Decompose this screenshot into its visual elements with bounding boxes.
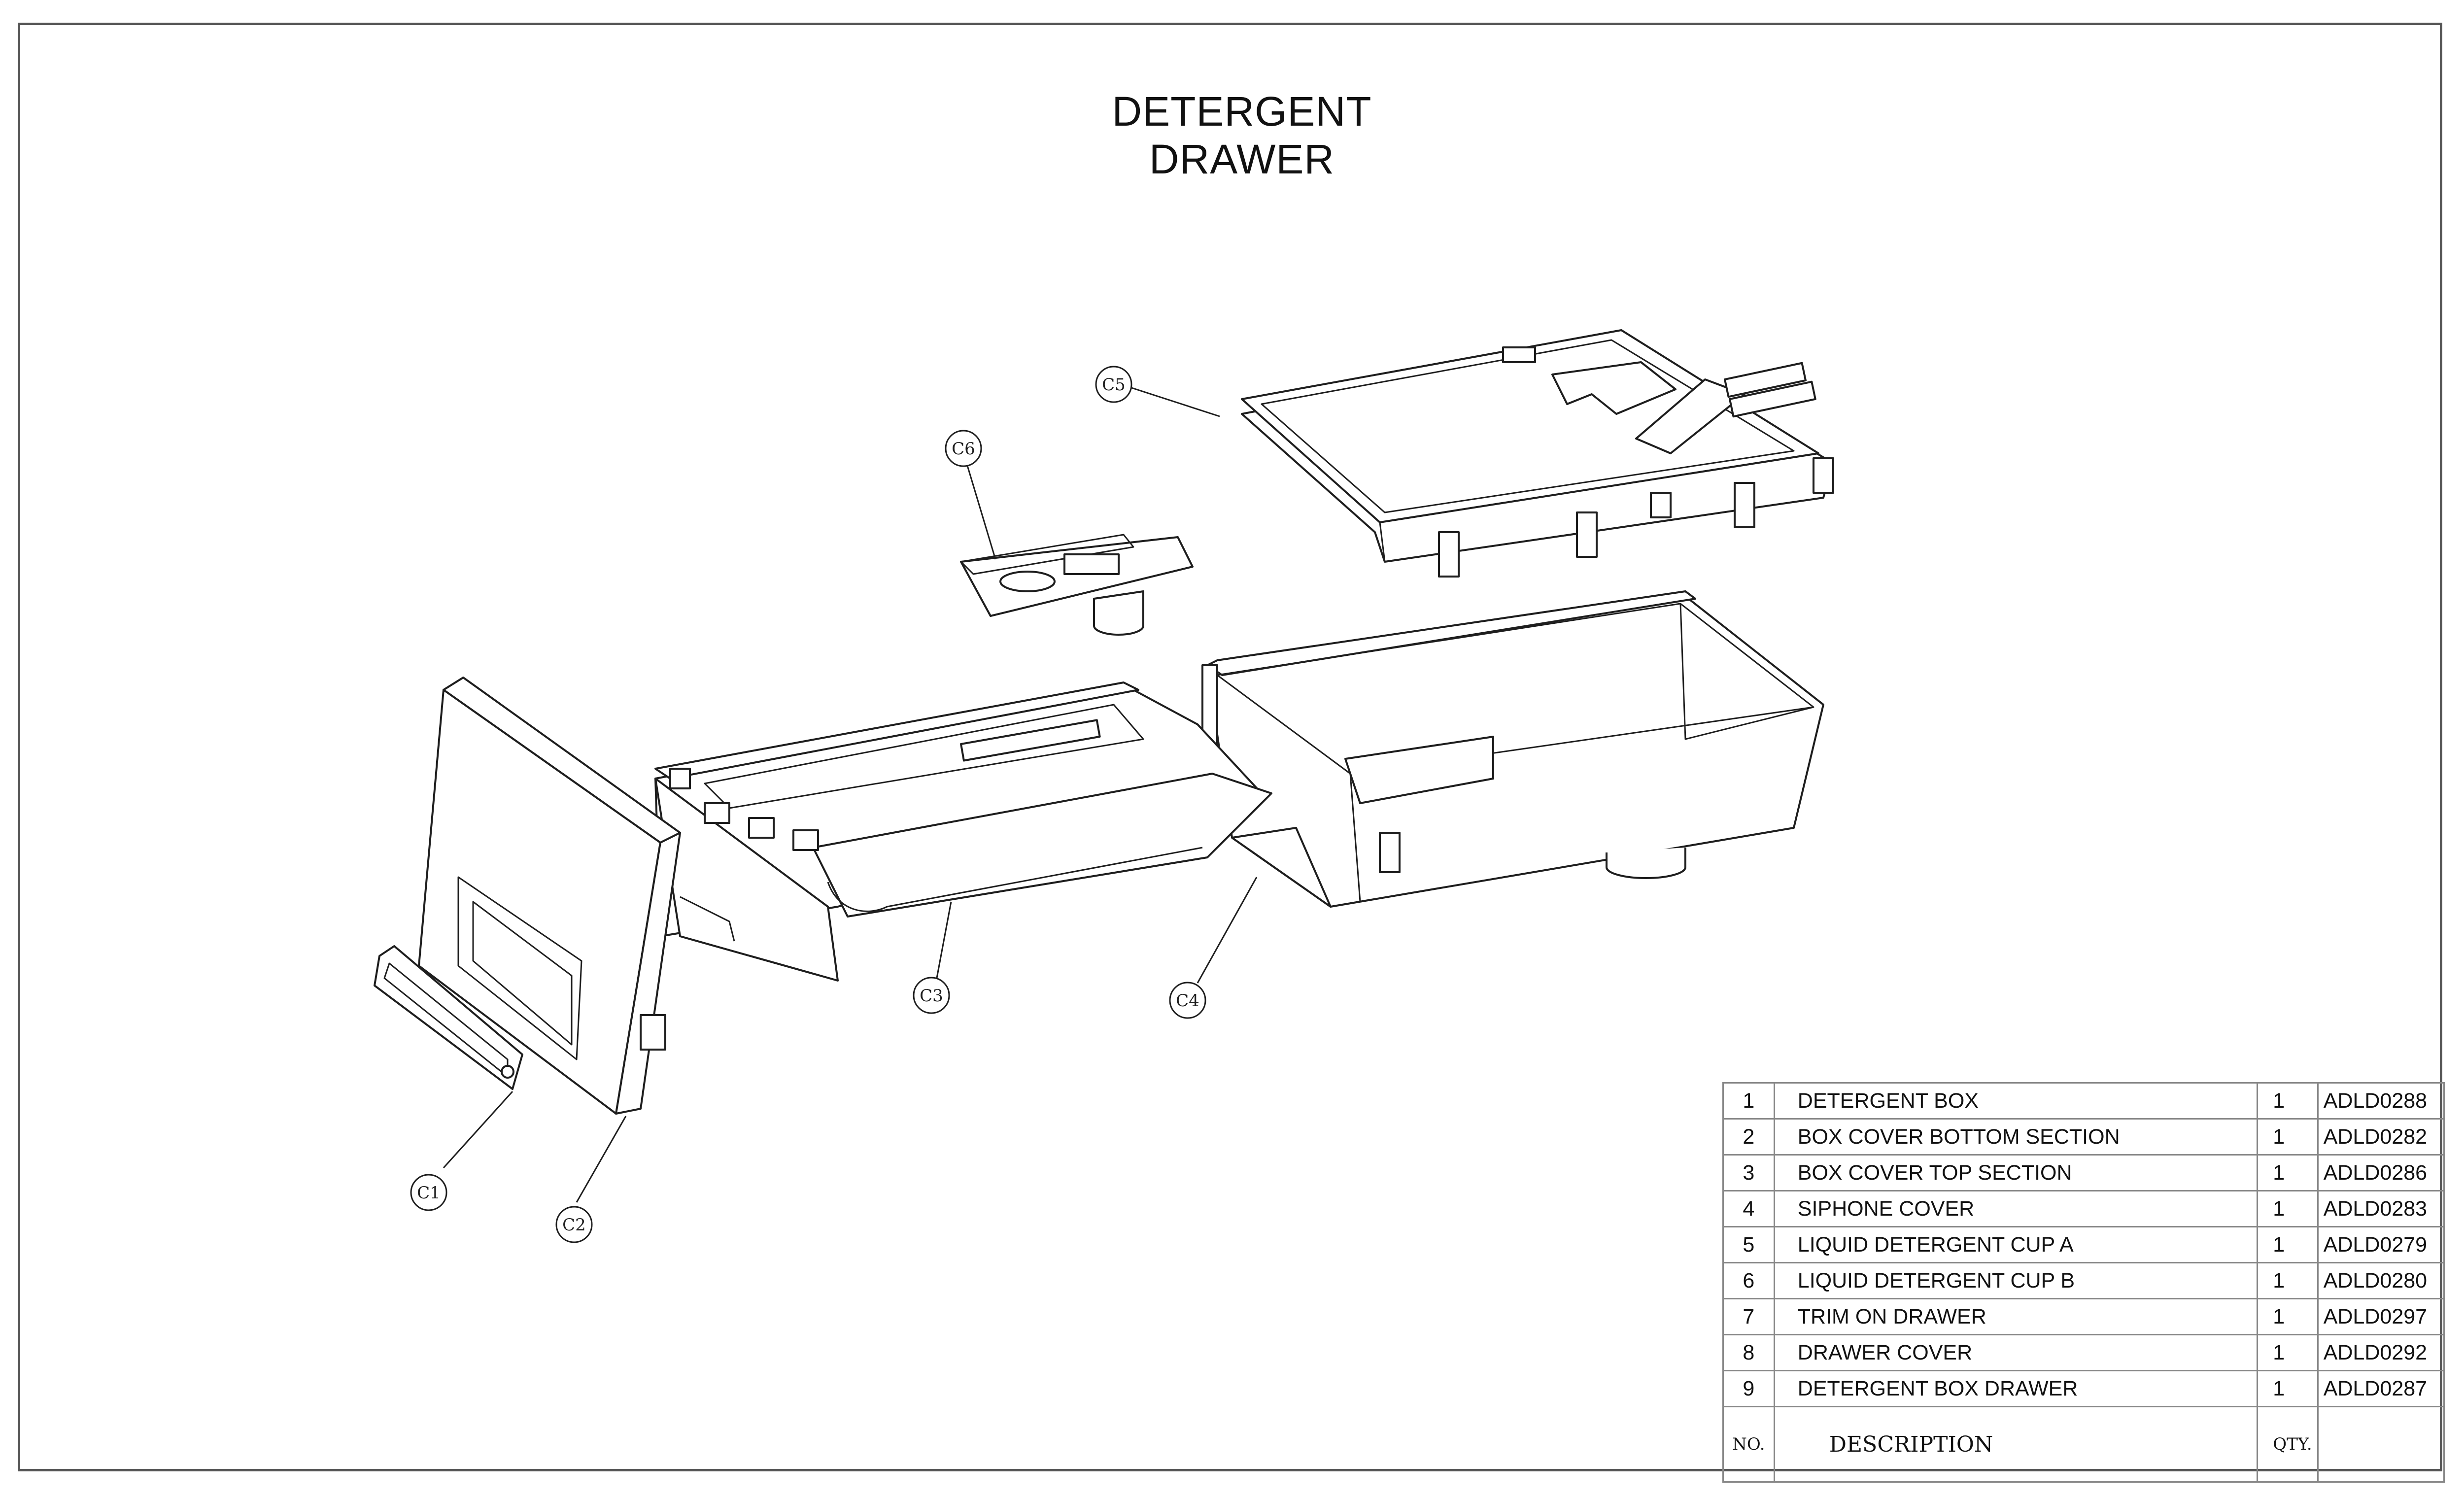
- callout-c5: C5: [1095, 366, 1132, 403]
- row-number: 7: [1722, 1298, 1775, 1335]
- part-siphone-cover: [960, 534, 1194, 636]
- row-description: BOX COVER BOTTOM SECTION: [1773, 1118, 2259, 1156]
- row-number: 3: [1722, 1154, 1775, 1191]
- row-quantity: 1: [2257, 1262, 2319, 1299]
- callout-c6: C6: [945, 430, 982, 467]
- table-row: 3 BOX COVER TOP SECTION 1 ADLD0286: [1722, 1154, 2445, 1191]
- table-row: 4 SIPHONE COVER 1 ADLD0283: [1722, 1190, 2445, 1227]
- header-quantity: QTY.: [2257, 1406, 2319, 1483]
- row-description: DETERGENT BOX DRAWER: [1773, 1370, 2259, 1407]
- callout-c4: C4: [1169, 982, 1206, 1019]
- svg-text:C2: C2: [562, 1215, 586, 1235]
- table-header-row: NO. DESCRIPTION QTY.: [1722, 1406, 2445, 1483]
- svg-text:C1: C1: [417, 1183, 441, 1203]
- row-part-code: ADLD0283: [2317, 1190, 2445, 1227]
- row-quantity: 1: [2257, 1190, 2319, 1227]
- svg-text:C5: C5: [1102, 375, 1126, 395]
- row-description: TRIM ON DRAWER: [1773, 1298, 2259, 1335]
- row-part-code: ADLD0292: [2317, 1334, 2445, 1371]
- row-part-code: ADLD0286: [2317, 1154, 2445, 1191]
- header-number: NO.: [1722, 1406, 1775, 1483]
- header-description: DESCRIPTION: [1773, 1406, 2259, 1483]
- row-description: DRAWER COVER: [1773, 1334, 2259, 1371]
- header-part-code: [2317, 1406, 2445, 1483]
- callout-c3: C3: [913, 977, 950, 1014]
- callout-c2: C2: [555, 1206, 593, 1243]
- leader-lines: [443, 386, 1258, 1203]
- row-description: SIPHONE COVER: [1773, 1190, 2259, 1227]
- row-part-code: ADLD0287: [2317, 1370, 2445, 1407]
- row-part-code: ADLD0282: [2317, 1118, 2445, 1156]
- table-row: 6 LIQUID DETERGENT CUP B 1 ADLD0280: [1722, 1262, 2445, 1299]
- drawing-frame: [18, 23, 2442, 1471]
- row-number: 8: [1722, 1334, 1775, 1371]
- svg-text:C3: C3: [920, 986, 943, 1006]
- drawing-title: DETERGENT DRAWER: [1112, 88, 1372, 182]
- part-detergent-box: [1201, 590, 1824, 908]
- row-part-code: ADLD0297: [2317, 1298, 2445, 1335]
- row-quantity: 1: [2257, 1298, 2319, 1335]
- row-number: 1: [1722, 1082, 1775, 1120]
- part-drawer-cover: [418, 677, 681, 1115]
- row-quantity: 1: [2257, 1370, 2319, 1407]
- row-description: DETERGENT BOX: [1773, 1082, 2259, 1120]
- svg-text:C4: C4: [1176, 991, 1199, 1011]
- row-quantity: 1: [2257, 1334, 2319, 1371]
- row-number: 9: [1722, 1370, 1775, 1407]
- parts-table: 1 DETERGENT BOX 1 ADLD0288 2 BOX COVER B…: [1722, 1082, 2445, 1483]
- row-number: 6: [1722, 1262, 1775, 1299]
- table-row: 9 DETERGENT BOX DRAWER 1 ADLD0287: [1722, 1370, 2445, 1407]
- table-row: 8 DRAWER COVER 1 ADLD0292: [1722, 1334, 2445, 1371]
- row-part-code: ADLD0280: [2317, 1262, 2445, 1299]
- part-trim-on-drawer: [374, 945, 523, 1090]
- part-box-cover: [1241, 329, 1834, 578]
- row-number: 2: [1722, 1118, 1775, 1156]
- table-row: 2 BOX COVER BOTTOM SECTION 1 ADLD0282: [1722, 1118, 2445, 1156]
- table-row: 5 LIQUID DETERGENT CUP A 1 ADLD0279: [1722, 1226, 2445, 1263]
- row-part-code: ADLD0279: [2317, 1226, 2445, 1263]
- row-quantity: 1: [2257, 1118, 2319, 1156]
- svg-text:C6: C6: [952, 439, 975, 459]
- row-description: LIQUID DETERGENT CUP B: [1773, 1262, 2259, 1299]
- part-detergent-box-drawer: [654, 681, 1272, 982]
- row-quantity: 1: [2257, 1082, 2319, 1120]
- table-row: 7 TRIM ON DRAWER 1 ADLD0297: [1722, 1298, 2445, 1335]
- table-row: 1 DETERGENT BOX 1 ADLD0288: [1722, 1082, 2445, 1120]
- row-quantity: 1: [2257, 1226, 2319, 1263]
- row-description: LIQUID DETERGENT CUP A: [1773, 1226, 2259, 1263]
- row-quantity: 1: [2257, 1154, 2319, 1191]
- row-description: BOX COVER TOP SECTION: [1773, 1154, 2259, 1191]
- callout-c1: C1: [410, 1174, 447, 1211]
- row-number: 4: [1722, 1190, 1775, 1227]
- row-part-code: ADLD0288: [2317, 1082, 2445, 1120]
- row-number: 5: [1722, 1226, 1775, 1263]
